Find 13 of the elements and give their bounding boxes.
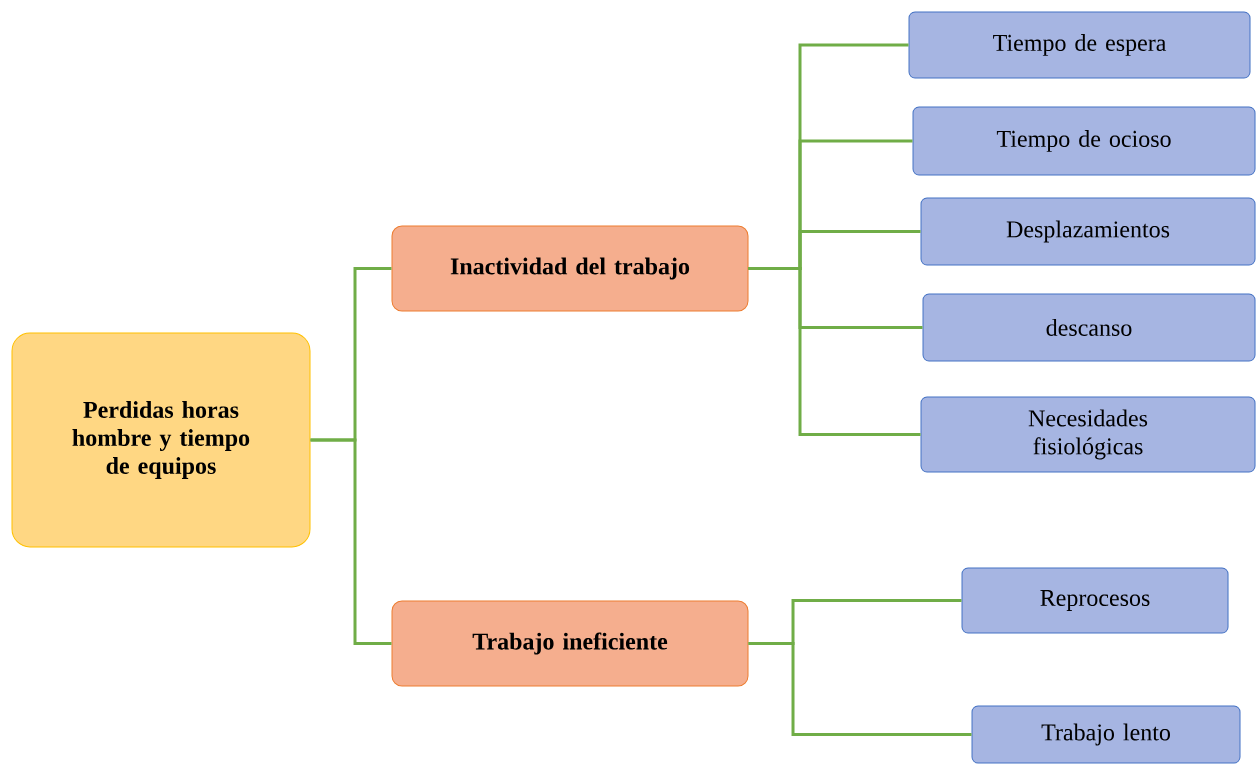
root-box: Perdidas horas hombre y tiempo de equipos — [11, 332, 311, 548]
item-box: Reprocesos — [961, 567, 1229, 634]
category-box: Trabajo ineficiente — [391, 600, 749, 687]
connector-line — [748, 267, 921, 436]
connector-line — [748, 642, 972, 736]
item-box: descanso — [922, 293, 1256, 362]
item-box: Desplazamientos — [920, 197, 1256, 266]
connector-line — [310, 438, 392, 645]
item-box: Trabajo lento — [971, 705, 1241, 764]
item-box: Tiempo de ocioso — [912, 106, 1256, 176]
category-box: Inactividad del trabajo — [391, 225, 749, 312]
item-box: Tiempo de espera — [908, 11, 1251, 79]
item-box: Necesidades fisiológicas — [920, 396, 1256, 473]
